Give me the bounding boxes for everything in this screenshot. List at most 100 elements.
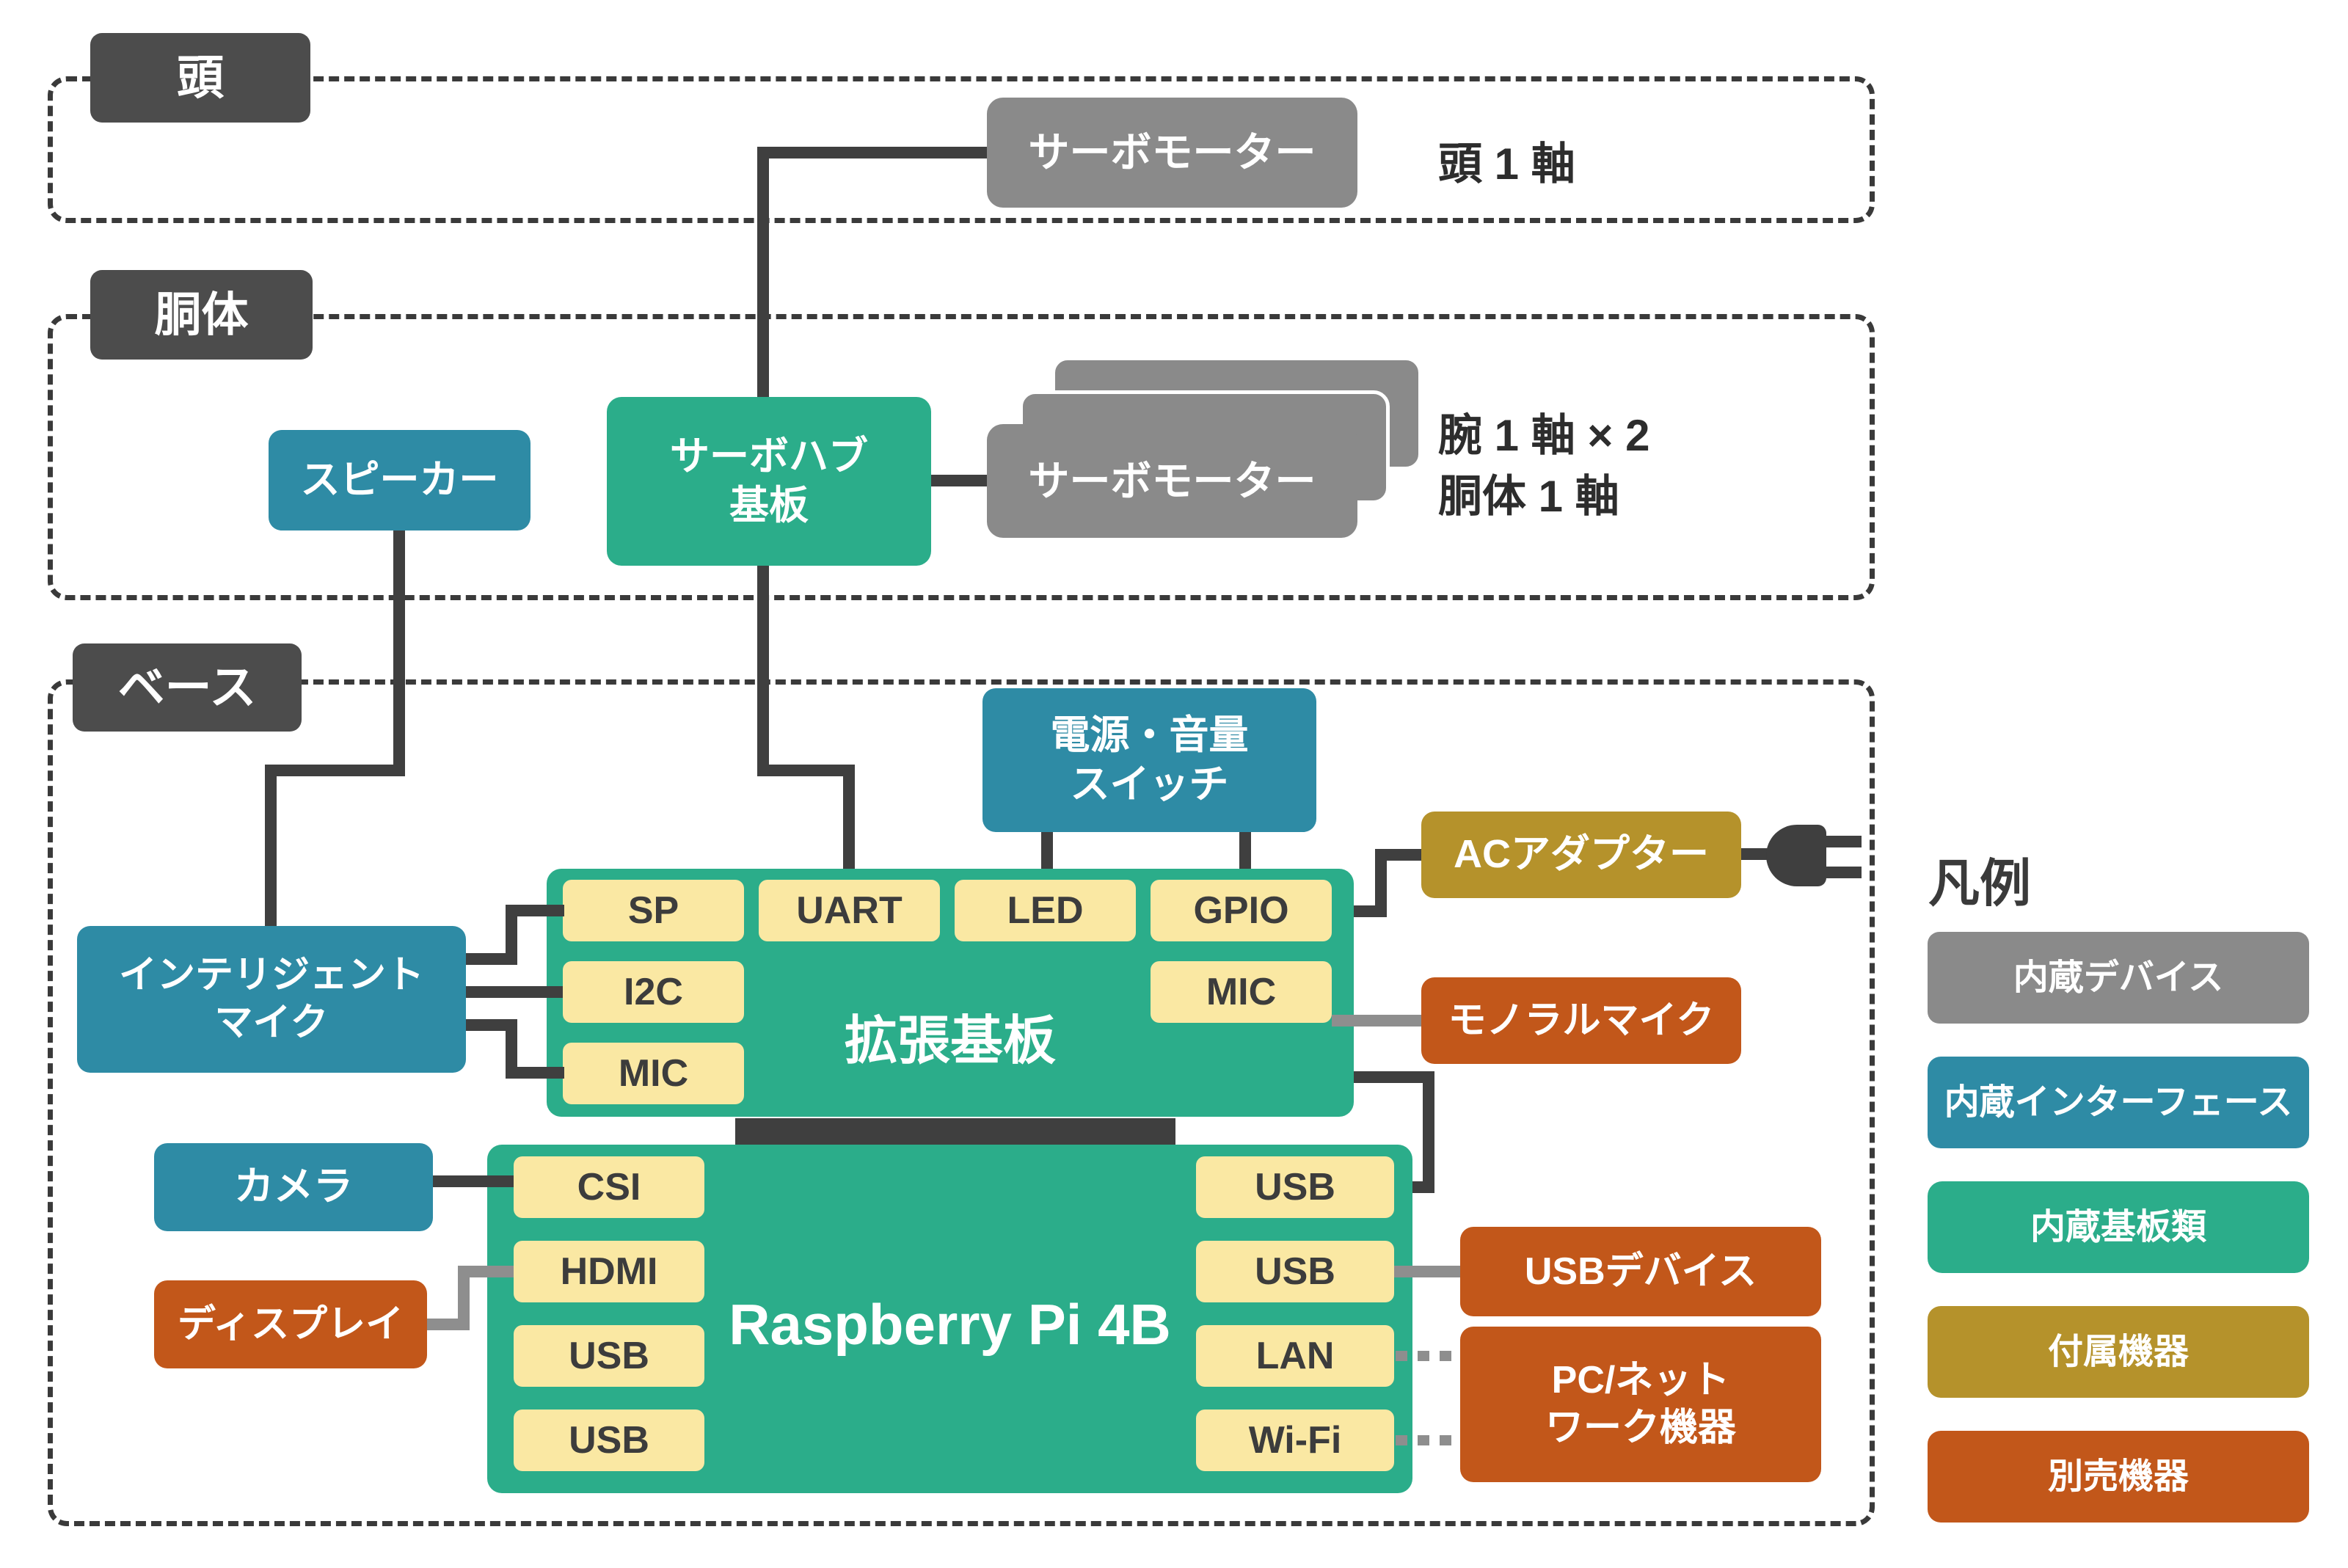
usb-device-label: USBデバイス (1524, 1250, 1757, 1293)
port-csi-label: CSI (577, 1166, 641, 1208)
usb-device-box: USBデバイス (1460, 1227, 1821, 1316)
port-usb-right2: USB (1196, 1241, 1394, 1302)
port-i2c-label: I2C (624, 971, 683, 1013)
port-i2c: I2C (563, 961, 744, 1023)
torso-servo-motor-box: サーボモーター (987, 424, 1357, 538)
connector-hub-down-2 (757, 765, 855, 776)
connector-display-hdmi-3 (458, 1266, 514, 1277)
intelligent-mic-label-line1: インテリジェント (118, 954, 424, 996)
power-switch-label-line1: 電源・音量 (1050, 712, 1249, 757)
camera-label: カメラ (234, 1164, 353, 1209)
power-plug-prong-bottom (1826, 867, 1862, 878)
port-uart-label: UART (796, 889, 903, 932)
head-servo-motor-label: サーボモーター (1028, 129, 1316, 175)
legend-item-builtin-interface: 内蔵インターフェース (1928, 1057, 2309, 1148)
legend-item-bundled: 付属機器 (1928, 1306, 2309, 1398)
legend-title: 凡例 (1928, 855, 2031, 912)
port-usb-right2-label: USB (1255, 1250, 1335, 1293)
port-usb-left1-label: USB (569, 1335, 649, 1377)
connector-intmic-sp-3 (506, 905, 564, 916)
legend-item-builtin-board: 内蔵基板類 (1928, 1181, 2309, 1273)
speaker-box: スピーカー (269, 430, 531, 530)
legend-item-bundled-label: 付属機器 (2047, 1332, 2189, 1371)
connector-intmic-mic-3 (506, 1067, 564, 1079)
speaker-label: スピーカー (300, 457, 499, 502)
port-mic-left: MIC (563, 1043, 744, 1104)
port-usb-right1-label: USB (1255, 1166, 1335, 1208)
servo-hub-label-line1: サーボハブ (670, 434, 868, 478)
power-switch-label-line2: スイッチ (1070, 762, 1229, 806)
connector-headservo-vertical (757, 147, 769, 404)
torso-servo-motor-label: サーボモーター (1028, 457, 1316, 504)
port-led-label: LED (1007, 889, 1084, 932)
mono-mic-label: モノラルマイク (1448, 999, 1715, 1042)
head-section-frame (48, 76, 1875, 223)
torso-arm-axis-note: 腕 1 軸 × 2 (1438, 411, 1650, 460)
port-hdmi: HDMI (514, 1241, 704, 1302)
port-hdmi-label: HDMI (560, 1250, 658, 1293)
connector-lan-pc-dotted (1396, 1351, 1462, 1361)
head-section-label-text: 頭 (177, 51, 224, 104)
camera-box: カメラ (154, 1143, 433, 1231)
connector-headservo-horizontal (763, 147, 987, 158)
connector-hub-to-servo (931, 475, 990, 486)
pc-network-label-line2: ワーク機器 (1545, 1407, 1736, 1449)
connector-camera-csi (433, 1175, 514, 1187)
expansion-board-title: 拡張基板 (547, 1002, 1354, 1071)
torso-section-label-text: 胴体 (154, 288, 249, 341)
head-section-label: 頭 (90, 33, 310, 123)
connector-intmic-mic-1 (466, 1019, 517, 1031)
port-uart: UART (759, 880, 940, 941)
connector-speaker-drop (265, 765, 277, 932)
legend-item-optional-label: 別売機器 (2047, 1456, 2189, 1496)
connector-hub-down-3 (843, 765, 855, 886)
port-gpio-label: GPIO (1193, 889, 1289, 932)
connector-wifi-pc-dotted (1396, 1435, 1462, 1445)
display-label: ディスプレイ (177, 1302, 404, 1346)
port-sp: SP (563, 880, 744, 941)
connector-intmic-i2c (466, 986, 563, 998)
port-usb-left2: USB (514, 1410, 704, 1471)
connector-speaker-horizontal (265, 765, 405, 776)
mono-mic-box: モノラルマイク (1421, 977, 1741, 1064)
port-sp-label: SP (627, 889, 679, 932)
connector-gpio-ac-2 (1375, 849, 1387, 917)
legend-item-optional: 別売機器 (1928, 1431, 2309, 1523)
base-section-label: ベース (73, 643, 302, 732)
raspberry-pi-title: Raspberry Pi 4B (487, 1288, 1412, 1361)
port-mic-left-label: MIC (618, 1052, 689, 1095)
connector-hub-down-1 (757, 566, 769, 776)
power-plug-icon (1766, 825, 1826, 886)
connector-intmic-mic-2 (506, 1019, 517, 1079)
torso-body-axis-note: 胴体 1 軸 (1438, 472, 1619, 521)
servo-hub-label-line2: 基板 (729, 484, 809, 528)
head-servo-motor-box: サーボモーター (987, 98, 1357, 208)
head-axis-note: 頭 1 軸 (1438, 139, 1575, 189)
connector-speaker-vertical (393, 530, 405, 776)
ac-adapter-label: ACアダプター (1454, 832, 1709, 877)
intelligent-mic-box: インテリジェント マイク (77, 926, 466, 1073)
port-mic-right-label: MIC (1206, 971, 1277, 1013)
port-gpio: GPIO (1151, 880, 1332, 941)
connector-exp-usb-2 (1423, 1071, 1434, 1186)
raspberry-pi-title-text: Raspberry Pi 4B (729, 1291, 1171, 1357)
connector-intmic-sp-2 (506, 905, 517, 965)
torso-section-label: 胴体 (90, 270, 313, 360)
connector-exp-usb-1 (1354, 1071, 1434, 1083)
base-section-label-text: ベース (117, 661, 257, 714)
display-box: ディスプレイ (154, 1280, 427, 1368)
port-mic-right: MIC (1151, 961, 1332, 1023)
power-volume-switch-box: 電源・音量 スイッチ (982, 688, 1316, 832)
port-wifi: Wi-Fi (1196, 1410, 1394, 1471)
board-to-board-connector (735, 1118, 1175, 1146)
port-led: LED (955, 880, 1136, 941)
legend-item-builtin-device: 内蔵デバイス (1928, 932, 2309, 1024)
expansion-board-title-text: 拡張基板 (844, 1011, 1056, 1071)
port-lan-label: LAN (1255, 1335, 1335, 1377)
connector-display-hdmi-2 (458, 1266, 470, 1330)
port-csi: CSI (514, 1156, 704, 1218)
port-usb-left2-label: USB (569, 1419, 649, 1462)
power-plug-prong-top (1826, 836, 1862, 847)
port-usb-left1: USB (514, 1325, 704, 1387)
